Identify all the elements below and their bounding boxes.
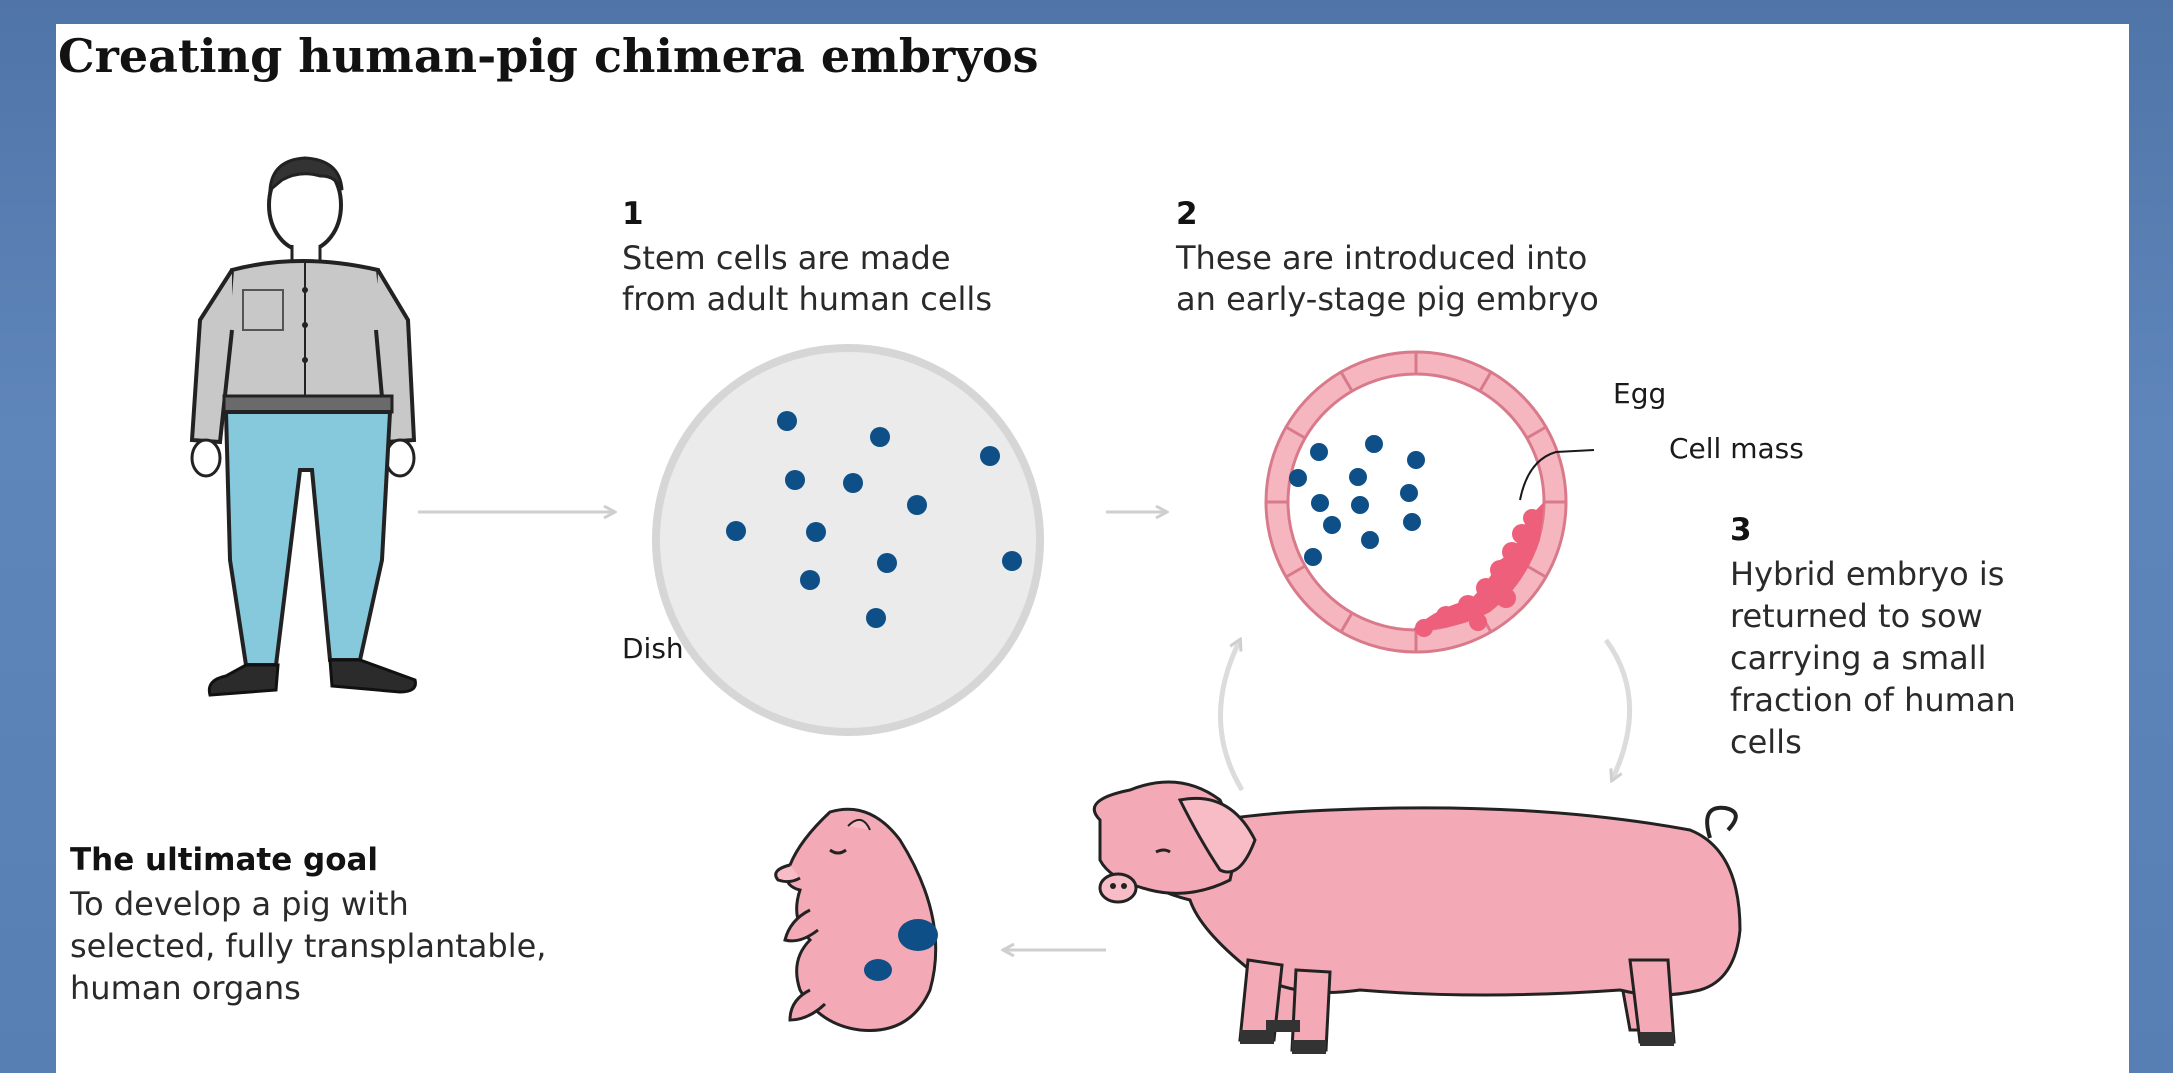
goal-text-line-1: To develop a pig with — [69, 885, 409, 923]
goal-text-line-3: human organs — [70, 969, 301, 1007]
dish-label: Dish — [622, 632, 684, 665]
step-3-text-line-5: cells — [1730, 723, 1802, 761]
goal-text-line-2: selected, fully transplantable, — [70, 927, 546, 965]
step-1-number: 1 — [622, 196, 644, 232]
step-1-text-line-1: Stem cells are made — [622, 239, 951, 277]
diagram-title: Creating human-pig chimera embryos — [58, 29, 1039, 83]
step-3-text-line-2: returned to sow — [1730, 597, 1983, 635]
step-2-text-line-2: an early-stage pig embryo — [1176, 280, 1599, 318]
step-1-text-line-2: from adult human cells — [622, 280, 992, 318]
step-3-number: 3 — [1730, 512, 1752, 548]
petri-dish-icon — [656, 348, 1040, 732]
cycle-arrow-up-icon — [1220, 640, 1242, 790]
step-2-text-line-1: These are introduced into — [1175, 239, 1587, 277]
cell-mass-label: Cell mass — [1669, 432, 1804, 465]
man-figure-icon — [192, 158, 415, 695]
step-3-text-line-3: carrying a small — [1730, 639, 1987, 677]
pig-fetus-icon — [776, 809, 938, 1030]
egg-embryo-icon — [1266, 352, 1594, 652]
step-3-text-line-4: fraction of human — [1730, 681, 2016, 719]
step-3-text-line-1: Hybrid embryo is — [1730, 555, 2004, 593]
step-2-number: 2 — [1176, 196, 1198, 232]
goal-heading: The ultimate goal — [70, 842, 378, 878]
sow-pig-icon — [1094, 782, 1740, 1054]
egg-label: Egg — [1613, 377, 1666, 410]
cycle-arrow-down-icon — [1606, 640, 1630, 780]
